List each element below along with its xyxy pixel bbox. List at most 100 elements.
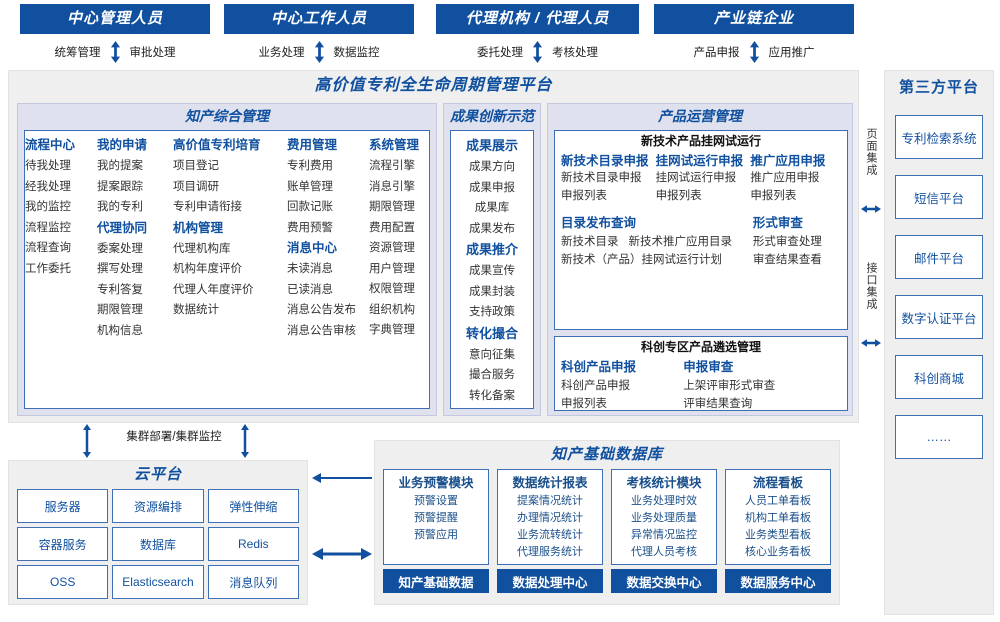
ip-menu-item[interactable]: 经我处理 bbox=[25, 180, 71, 193]
cloud-cell-3[interactable]: 容器服务 bbox=[17, 527, 109, 561]
product-ops-row3-item[interactable]: 评审结果查询 bbox=[683, 398, 753, 410]
ip-menu-item[interactable]: 专利答复 bbox=[97, 283, 143, 296]
base-db-item[interactable]: 预警应用 bbox=[414, 529, 458, 541]
base-db-item[interactable]: 办理情况统计 bbox=[517, 512, 583, 524]
achievement-menu-item[interactable]: 成果申报 bbox=[469, 181, 515, 194]
ip-group-header-2-1[interactable]: 机构管理 bbox=[173, 220, 224, 235]
ip-menu-item[interactable]: 机构信息 bbox=[97, 324, 143, 337]
base-db-item[interactable]: 预警提醒 bbox=[414, 512, 458, 524]
cloud-cell-1[interactable]: 资源编排 bbox=[112, 489, 204, 523]
ip-menu-item[interactable]: 未读消息 bbox=[287, 263, 333, 275]
cloud-cell-0[interactable]: 服务器 bbox=[17, 489, 109, 523]
product-ops-row1-item[interactable]: 申报列表 bbox=[561, 190, 607, 202]
product-ops-row3-item[interactable]: 上架评审形式审查 bbox=[683, 380, 776, 392]
base-db-header-0[interactable]: 业务预警模块 bbox=[398, 476, 474, 490]
base-db-footer-1[interactable]: 数据处理中心 bbox=[497, 569, 603, 593]
product-ops-row1-header-1[interactable]: 挂网试运行申报 bbox=[655, 154, 744, 168]
ip-menu-item[interactable]: 提案跟踪 bbox=[97, 180, 143, 193]
achievement-menu-item[interactable]: 成果方向 bbox=[469, 161, 515, 173]
base-db-footer-2[interactable]: 数据交换中心 bbox=[611, 569, 717, 593]
achievement-menu-item[interactable]: 成果发布 bbox=[469, 222, 515, 235]
base-db-item[interactable]: 提案情况统计 bbox=[517, 495, 583, 507]
achievement-menu-item[interactable]: 成果库 bbox=[474, 202, 510, 214]
ip-menu-item[interactable]: 待我处理 bbox=[25, 160, 71, 172]
ip-menu-item[interactable]: 专利申请衔接 bbox=[173, 201, 242, 213]
base-db-header-1[interactable]: 数据统计报表 bbox=[512, 476, 588, 490]
base-db-item[interactable]: 代理人员考核 bbox=[631, 546, 697, 558]
third-party-item-5[interactable]: …… bbox=[895, 415, 983, 459]
ip-menu-item[interactable]: 工作委托 bbox=[25, 262, 71, 275]
ip-group-header-1-0[interactable]: 我的申请 bbox=[97, 138, 148, 152]
product-ops-row1-header-0[interactable]: 新技术目录申报 bbox=[561, 154, 649, 168]
ip-menu-item[interactable]: 费用配置 bbox=[369, 221, 415, 234]
third-party-item-1[interactable]: 短信平台 bbox=[895, 175, 983, 219]
ip-group-header-4-0[interactable]: 系统管理 bbox=[369, 138, 420, 152]
ip-menu-item[interactable]: 组织机构 bbox=[369, 303, 415, 316]
achievement-menu-item[interactable]: 意向征集 bbox=[469, 348, 515, 361]
ip-menu-item[interactable]: 消息公告审核 bbox=[287, 324, 356, 337]
ip-menu-item[interactable]: 字典管理 bbox=[369, 324, 415, 336]
ip-menu-item[interactable]: 用户管理 bbox=[369, 262, 415, 275]
product-ops-row2-item[interactable]: 新技术目录 bbox=[561, 236, 619, 248]
ip-menu-item[interactable]: 流程引擎 bbox=[369, 160, 415, 172]
ip-menu-item[interactable]: 流程监控 bbox=[25, 221, 71, 234]
ip-menu-item[interactable]: 我的专利 bbox=[97, 201, 143, 213]
base-db-footer-0[interactable]: 知产基础数据 bbox=[383, 569, 489, 593]
product-ops-row1-item[interactable]: 申报列表 bbox=[655, 190, 702, 202]
cloud-cell-5[interactable]: Redis bbox=[207, 527, 299, 561]
base-db-item[interactable]: 业务处理时效 bbox=[631, 495, 697, 507]
ip-menu-item[interactable]: 委案处理 bbox=[97, 242, 143, 255]
base-db-item[interactable]: 核心业务看板 bbox=[745, 546, 811, 558]
base-db-item[interactable]: 机构工单看板 bbox=[745, 512, 811, 524]
ip-menu-item[interactable]: 项目登记 bbox=[173, 160, 219, 172]
base-db-item[interactable]: 业务流转统计 bbox=[517, 529, 583, 541]
cloud-cell-2[interactable]: 弹性伸缩 bbox=[207, 489, 299, 523]
ip-menu-item[interactable]: 项目调研 bbox=[173, 180, 219, 193]
achievement-menu-item[interactable]: 成果宣传 bbox=[469, 265, 515, 277]
ip-menu-item[interactable]: 专利费用 bbox=[287, 160, 333, 172]
base-db-item[interactable]: 人员工单看板 bbox=[745, 495, 811, 507]
ip-menu-item[interactable]: 流程查询 bbox=[25, 242, 71, 254]
third-party-item-2[interactable]: 邮件平台 bbox=[895, 235, 983, 279]
ip-menu-item[interactable]: 费用预警 bbox=[287, 221, 333, 234]
ip-group-header-3-0[interactable]: 费用管理 bbox=[287, 138, 338, 152]
ip-menu-item[interactable]: 消息公告发布 bbox=[287, 304, 356, 316]
base-db-item[interactable]: 预警设置 bbox=[414, 495, 458, 507]
ip-group-header-3-1[interactable]: 消息中心 bbox=[287, 241, 338, 255]
ip-menu-item[interactable]: 我的提案 bbox=[97, 160, 143, 172]
base-db-header-3[interactable]: 流程看板 bbox=[752, 476, 803, 490]
base-db-item[interactable]: 异常情况监控 bbox=[631, 529, 697, 541]
ip-menu-item[interactable]: 代理机构库 bbox=[173, 242, 231, 255]
ip-menu-item[interactable]: 撰写处理 bbox=[97, 263, 143, 275]
product-ops-row3-item[interactable]: 申报列表 bbox=[561, 398, 607, 410]
achievement-menu-item[interactable]: 支持政策 bbox=[469, 306, 515, 318]
product-ops-row1-item[interactable]: 申报列表 bbox=[750, 190, 797, 202]
ip-menu-item[interactable]: 我的监控 bbox=[25, 201, 71, 213]
product-ops-row2-item[interactable]: 形式审查处理 bbox=[752, 236, 822, 248]
base-db-item[interactable]: 业务类型看板 bbox=[745, 529, 811, 541]
ip-menu-item[interactable]: 回款记账 bbox=[287, 201, 333, 213]
ip-menu-item[interactable]: 代理人年度评价 bbox=[173, 283, 254, 296]
base-db-item[interactable]: 业务处理质量 bbox=[631, 512, 697, 524]
product-ops-row1-item[interactable]: 新技术目录申报 bbox=[561, 172, 642, 184]
achievement-menu-item[interactable]: 撮合服务 bbox=[469, 369, 515, 381]
product-ops-row3-header-0[interactable]: 科创产品申报 bbox=[561, 360, 637, 374]
product-ops-row2-header-1[interactable]: 形式审查 bbox=[752, 216, 803, 230]
achievement-group-header-2[interactable]: 转化撮合 bbox=[465, 325, 518, 341]
cloud-cell-6[interactable]: OSS bbox=[17, 565, 109, 599]
ip-menu-item[interactable]: 期限管理 bbox=[97, 304, 143, 316]
product-ops-row1-item[interactable]: 挂网试运行申报 bbox=[655, 172, 737, 184]
base-db-item[interactable]: 代理服务统计 bbox=[517, 546, 583, 558]
achievement-group-header-0[interactable]: 成果展示 bbox=[465, 138, 518, 153]
cloud-cell-8[interactable]: 消息队列 bbox=[207, 565, 299, 599]
product-ops-row2-item[interactable]: 新技术推广应用目录 bbox=[628, 236, 733, 248]
ip-menu-item[interactable]: 期限管理 bbox=[369, 201, 415, 213]
product-ops-row2-item[interactable]: 审查结果查看 bbox=[752, 254, 822, 266]
achievement-menu-item[interactable]: 转化备案 bbox=[469, 389, 515, 402]
third-party-item-3[interactable]: 数字认证平台 bbox=[895, 295, 983, 339]
product-ops-row1-item[interactable]: 推广应用申报 bbox=[750, 172, 820, 184]
ip-menu-item[interactable]: 权限管理 bbox=[369, 283, 415, 295]
product-ops-row1-header-2[interactable]: 推广应用申报 bbox=[750, 154, 826, 168]
ip-group-header-0-0[interactable]: 流程中心 bbox=[25, 138, 76, 152]
ip-menu-item[interactable]: 资源管理 bbox=[369, 242, 415, 254]
